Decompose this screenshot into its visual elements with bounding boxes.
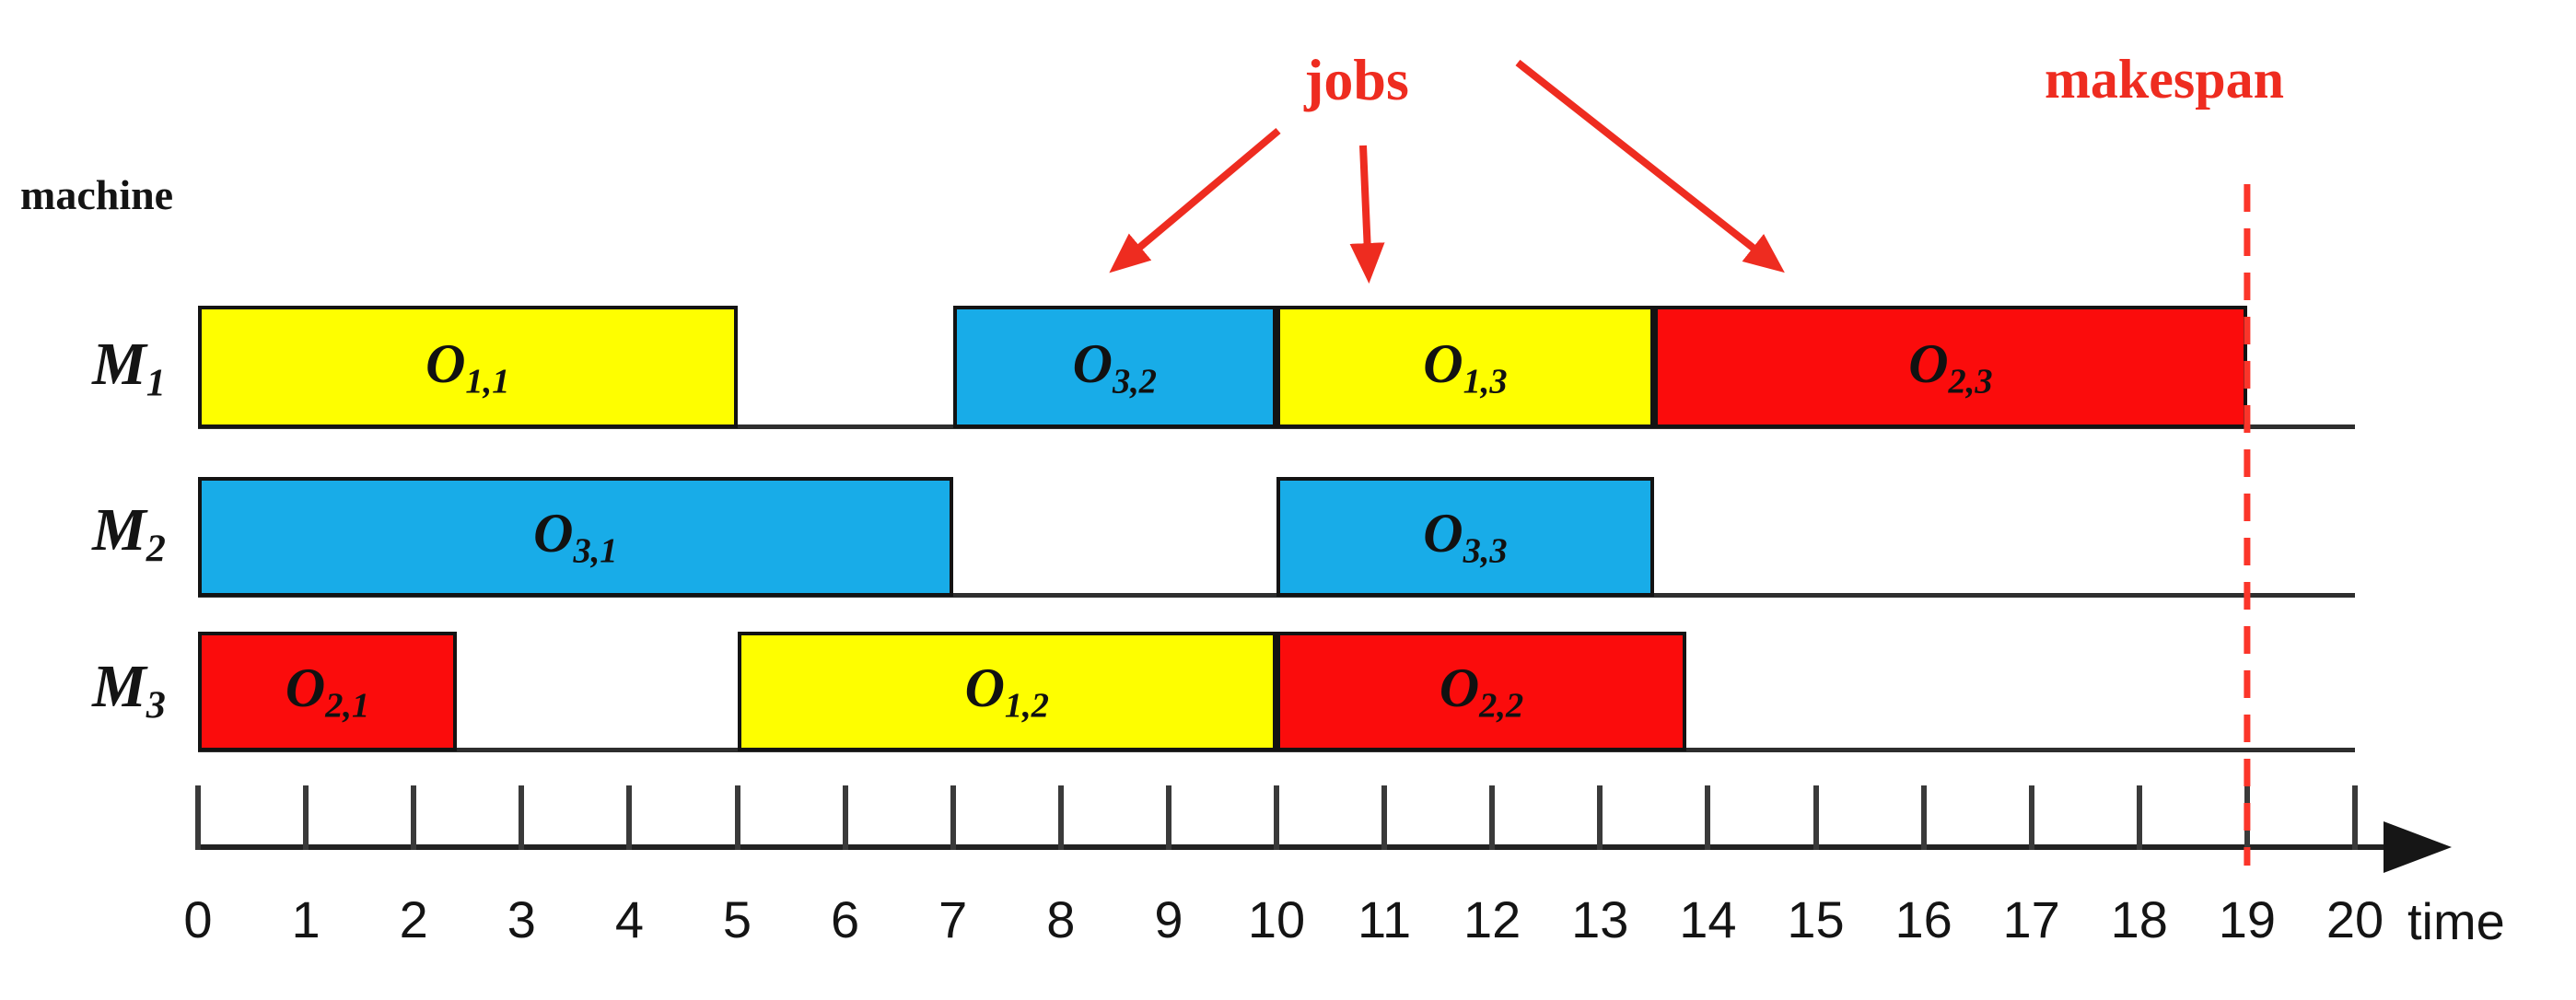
operation-bar-o3-2: O3,2 (952, 306, 1276, 428)
operation-label: O3,1 (533, 503, 618, 571)
operation-bar-o2-1: O2,1 (198, 632, 458, 751)
time-axis-tick-label-11: 11 (1358, 890, 1412, 948)
jobs-annotation-label: jobs (1304, 47, 1409, 112)
time-axis-tick-label-17: 17 (2002, 890, 2060, 948)
time-axis-label: time (2407, 892, 2505, 950)
time-axis-tick-10 (1274, 785, 1279, 850)
time-axis-tick-label-12: 12 (1463, 890, 1521, 948)
operation-label: O3,2 (1072, 332, 1157, 401)
time-axis-tick-9 (1165, 785, 1171, 850)
time-axis-tick-label-3: 3 (507, 890, 536, 948)
time-axis-tick-label-8: 8 (1046, 890, 1076, 948)
machine-label-m1: M1 (92, 331, 166, 405)
time-axis-tick-4 (626, 785, 633, 850)
operation-bar-o1-1: O1,1 (198, 306, 738, 428)
time-axis-tick-17 (2028, 785, 2034, 850)
time-axis-tick-label-13: 13 (1571, 890, 1629, 948)
operation-label: O1,2 (964, 657, 1049, 726)
time-axis-tick-label-9: 9 (1154, 890, 1183, 948)
operation-label: O2,1 (285, 657, 370, 726)
operation-bar-o3-1: O3,1 (198, 477, 953, 597)
time-axis-tick-1 (303, 785, 309, 850)
operation-bar-o1-3: O1,3 (1276, 306, 1654, 428)
time-axis-tick-16 (1920, 785, 1927, 850)
time-axis-tick-label-7: 7 (938, 890, 968, 948)
time-axis-tick-label-0: 0 (183, 890, 213, 948)
time-axis-tick-11 (1381, 785, 1388, 850)
time-axis-tick-label-10: 10 (1247, 890, 1306, 948)
time-axis-tick-5 (734, 785, 740, 850)
machine-axis-label: machine (20, 171, 174, 218)
operation-label: O2,3 (1908, 332, 1993, 401)
time-axis-tick-19 (2244, 785, 2250, 850)
jobs-arrow-right (1515, 59, 1785, 273)
jobs-arrow-left (1109, 127, 1281, 273)
operation-bar-o3-3: O3,3 (1276, 477, 1654, 597)
time-axis-tick-15 (1813, 785, 1819, 850)
machine-label-m2: M2 (92, 496, 166, 571)
time-axis-line (195, 844, 2429, 850)
operation-label: O2,2 (1439, 657, 1524, 726)
machine-label-m3: M3 (92, 653, 166, 727)
operation-label: O1,3 (1423, 332, 1508, 401)
time-axis-tick-label-14: 14 (1679, 890, 1737, 948)
time-axis-tick-3 (519, 785, 525, 850)
time-axis-tick-label-16: 16 (1894, 890, 1952, 948)
time-axis-tick-7 (950, 785, 956, 850)
time-axis-tick-label-19: 19 (2218, 890, 2277, 948)
time-axis-tick-20 (2352, 785, 2358, 850)
time-axis-tick-label-2: 2 (399, 890, 428, 948)
operation-bar-o1-2: O1,2 (737, 632, 1276, 751)
time-axis-tick-14 (1705, 785, 1711, 850)
time-axis-tick-6 (842, 785, 848, 850)
jobs-arrow-middle (1349, 145, 1385, 284)
operation-label: O1,1 (425, 332, 510, 401)
time-axis-tick-label-18: 18 (2110, 890, 2168, 948)
makespan-annotation-label: makespan (2044, 49, 2285, 110)
time-axis-tick-label-1: 1 (291, 890, 321, 948)
operation-bar-o2-3: O2,3 (1653, 306, 2247, 428)
time-axis-tick-label-5: 5 (722, 890, 752, 948)
time-axis-tick-label-15: 15 (1787, 890, 1845, 948)
operation-bar-o2-2: O2,2 (1276, 632, 1686, 751)
time-axis-tick-label-4: 4 (614, 890, 644, 948)
operation-label: O3,3 (1423, 503, 1508, 571)
time-axis-tick-12 (1489, 785, 1496, 850)
time-axis-tick-18 (2136, 785, 2142, 850)
time-axis-tick-label-6: 6 (831, 890, 860, 948)
time-axis-tick-13 (1597, 785, 1603, 850)
time-axis-tick-label-20: 20 (2325, 890, 2384, 948)
time-axis-tick-0 (195, 785, 201, 850)
time-axis-tick-2 (411, 785, 417, 850)
time-axis-tick-8 (1057, 785, 1064, 850)
